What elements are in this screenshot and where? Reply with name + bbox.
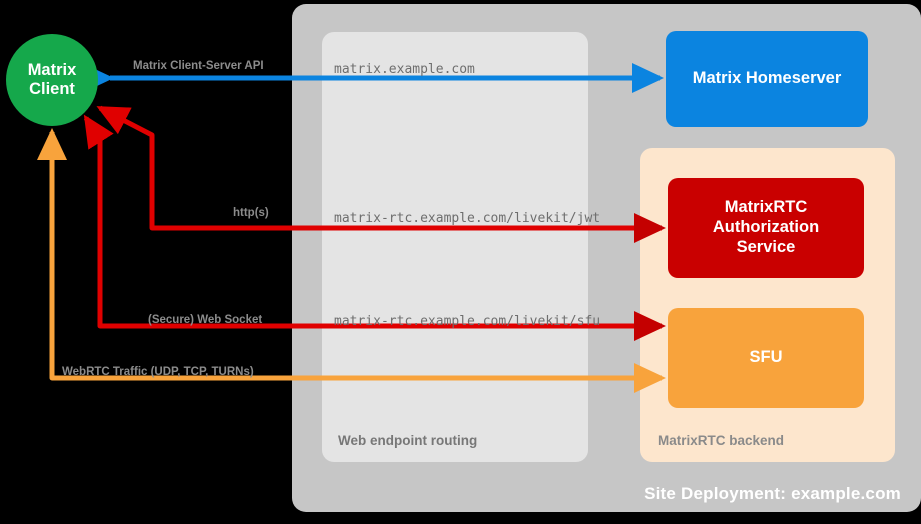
endpoint-matrix-example-com: matrix.example.com	[334, 62, 475, 77]
node-sfu[interactable]: SFU	[668, 308, 864, 408]
web-endpoint-routing-label: Web endpoint routing	[338, 433, 478, 448]
node-auth-line2: Authorization	[712, 218, 820, 237]
node-matrix-client-line1: Matrix	[27, 60, 77, 79]
node-matrix-client-line2: Client	[29, 80, 75, 98]
web-endpoint-routing-container: Web endpoint routing	[322, 32, 588, 462]
site-deployment-label: Site Deployment: example.com	[644, 484, 901, 503]
endpoint-livekit-jwt: matrix-rtc.example.com/livekit/jwt	[334, 211, 601, 226]
endpoint-livekit-sfu: matrix-rtc.example.com/livekit/sfu	[334, 314, 601, 329]
edge-label-websocket: (Secure) Web Socket	[148, 314, 263, 326]
node-matrixrtc-authorization-service[interactable]: MatrixRTC Authorization Service	[668, 178, 864, 278]
edge-label-webrtc-traffic: WebRTC Traffic (UDP, TCP, TURNs)	[62, 366, 254, 378]
node-auth-line3: Service	[736, 237, 796, 256]
node-auth-line1: MatrixRTC	[724, 198, 808, 217]
node-sfu-label: SFU	[749, 348, 783, 367]
matrixrtc-backend-label: MatrixRTC backend	[658, 433, 785, 448]
edge-label-http: http(s)	[233, 207, 269, 219]
node-matrix-client[interactable]: Matrix Client	[6, 34, 98, 126]
edge-label-matrix-client-server-api: Matrix Client-Server API	[133, 60, 264, 72]
node-matrix-homeserver-label: Matrix Homeserver	[692, 69, 842, 88]
node-matrix-homeserver[interactable]: Matrix Homeserver	[666, 31, 868, 127]
